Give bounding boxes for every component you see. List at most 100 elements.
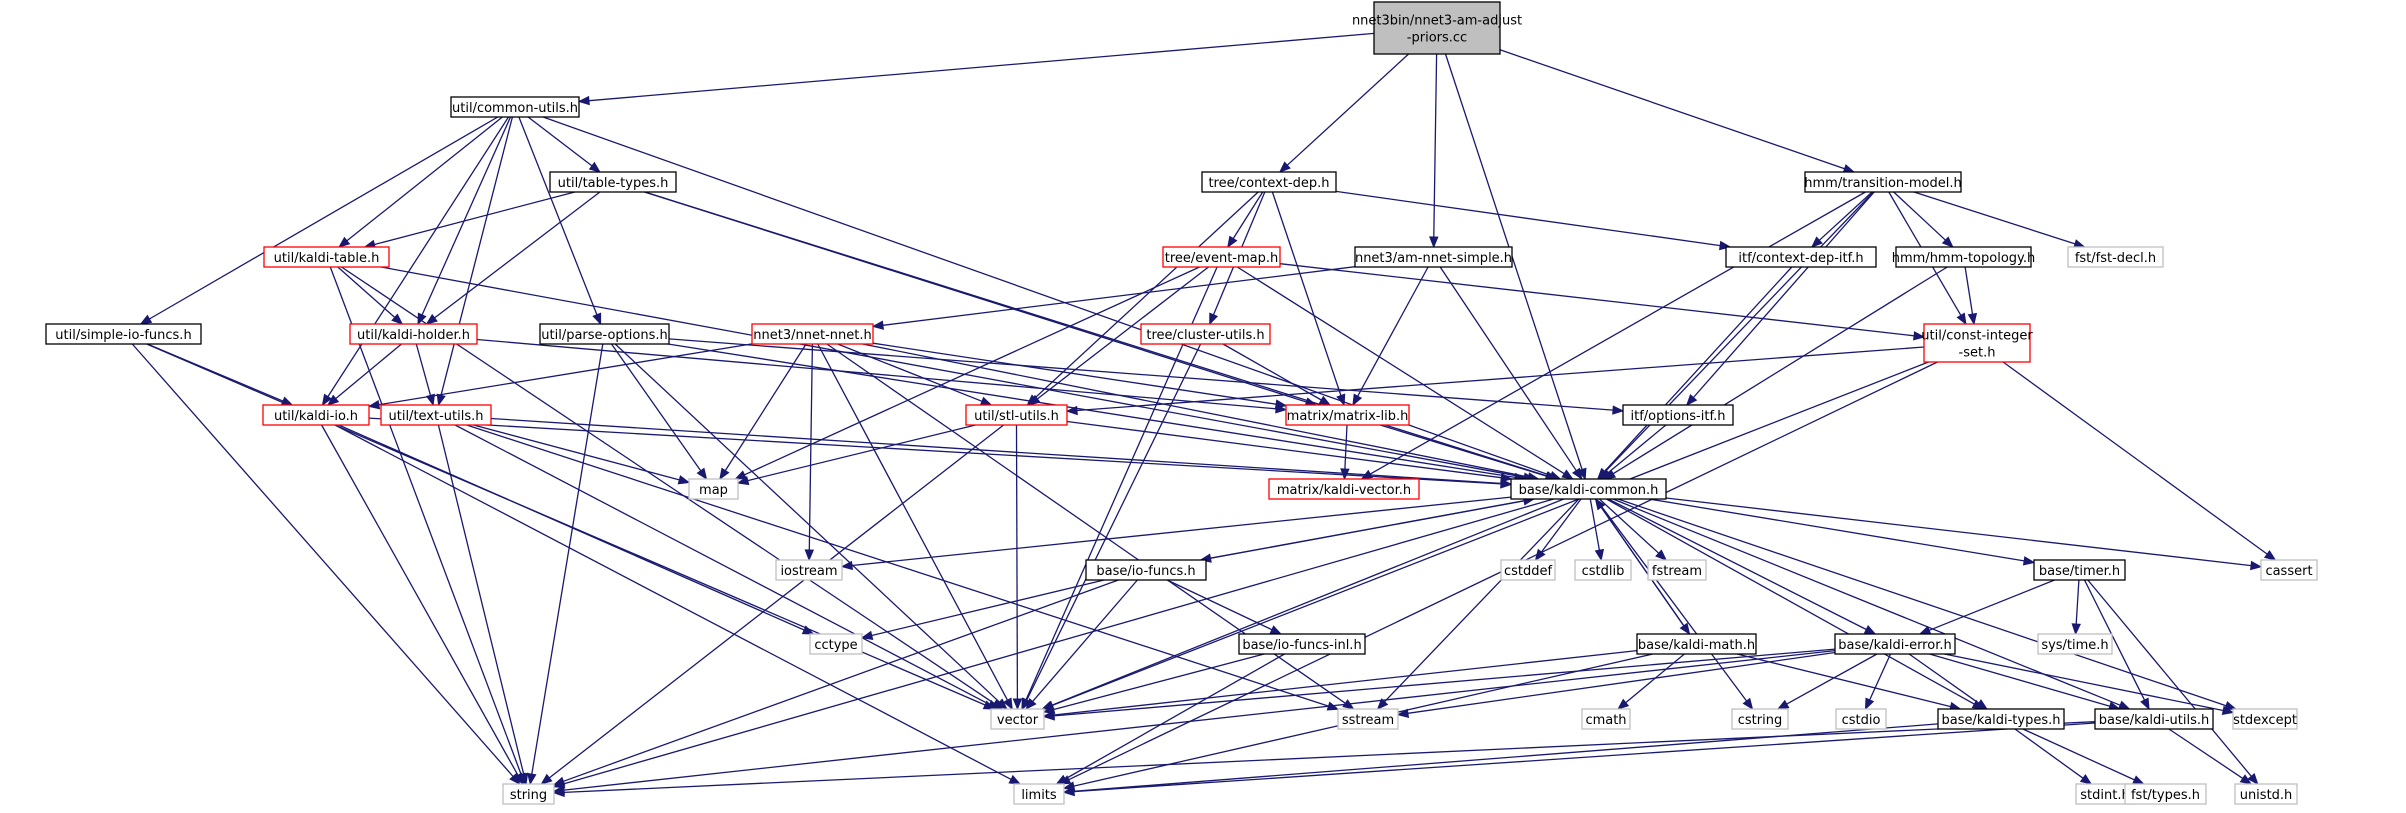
node-box: [1937, 708, 2065, 730]
edge-line: [1648, 498, 2025, 562]
node-label: sstream: [1342, 713, 1394, 728]
arrowhead: [2117, 700, 2131, 710]
edge-line: [1589, 498, 1601, 551]
arrowhead: [1655, 549, 1668, 561]
edge-kaldi-common-to-cassert: [1665, 497, 2263, 571]
node-hmm-topology[interactable]: hmm/hmm-topology.h: [1892, 246, 2036, 268]
node-label: tree/cluster-utils.h: [1146, 328, 1264, 343]
arrowhead: [1776, 699, 1790, 710]
node-root[interactable]: nnet3bin/nnet3-am-adjust-priors.cc: [1352, 1, 1522, 55]
node-label: fstream: [1652, 564, 1702, 579]
node-box: [1354, 246, 1513, 268]
edge-io-funcs-to-cctype: [860, 579, 1105, 641]
node-kaldi-vector[interactable]: matrix/kaldi-vector.h: [1268, 478, 1420, 500]
node-options-itf[interactable]: itf/options-itf.h: [1622, 404, 1734, 426]
node-label: util/table-types.h: [558, 176, 669, 191]
arrowhead: [1967, 312, 1978, 326]
node-label: base/kaldi-math.h: [1638, 638, 1755, 653]
edge-kaldi-common-to-vector: [1041, 498, 1564, 710]
edge-common-utils-to-text-utils: [436, 116, 514, 407]
arrowhead: [696, 467, 708, 481]
node-const-integer-set[interactable]: util/const-integer-set.h: [1921, 323, 2033, 363]
edge-line: [346, 116, 503, 242]
arrowhead: [1594, 548, 1605, 562]
arrowhead: [338, 236, 351, 248]
node-parse-options[interactable]: util/parse-options.h: [539, 323, 670, 345]
node-cstddef: cstddef: [1500, 559, 1556, 581]
edge-line: [1607, 424, 1667, 474]
node-text-utils[interactable]: util/text-utils.h: [380, 404, 492, 426]
node-am-nnet-simple[interactable]: nnet3/am-nnet-simple.h: [1354, 246, 1513, 268]
edge-line: [1433, 53, 1438, 238]
node-simple-io-funcs[interactable]: util/simple-io-funcs.h: [45, 323, 202, 345]
edge-kaldi-common-to-sstream: [1376, 498, 1580, 710]
edge-line: [1944, 653, 2224, 712]
edge-line: [466, 424, 1329, 707]
node-label: itf/options-itf.h: [1631, 409, 1726, 424]
arrowhead: [1863, 625, 1877, 635]
node-kaldi-common[interactable]: base/kaldi-common.h: [1510, 478, 1667, 500]
arrowhead: [326, 394, 340, 406]
node-label: stdexcept: [2233, 713, 2297, 728]
node-io-funcs-inl[interactable]: base/io-funcs-inl.h: [1238, 633, 1366, 655]
node-map: map: [688, 478, 739, 500]
node-kaldi-types[interactable]: base/kaldi-types.h: [1937, 708, 2065, 730]
arrowhead: [1617, 698, 1630, 710]
edge-line: [1595, 498, 1748, 702]
node-nnet-nnet[interactable]: nnet3/nnet-nnet.h: [751, 323, 874, 345]
node-table-types[interactable]: util/table-types.h: [549, 171, 677, 193]
node-kaldi-error[interactable]: base/kaldi-error.h: [1834, 633, 1956, 655]
node-label: util/kaldi-io.h: [274, 409, 358, 424]
arrowhead: [1065, 405, 1078, 416]
edge-kaldi-common-to-cstring: [1595, 498, 1754, 711]
edge-line: [335, 343, 402, 400]
arrowhead: [1055, 774, 1069, 785]
node-common-utils[interactable]: util/common-utils.h: [450, 96, 580, 118]
node-kaldi-holder[interactable]: util/kaldi-holder.h: [349, 323, 478, 345]
arrowhead: [1913, 331, 1926, 341]
edge-nnet-nnet-to-kaldi-io: [367, 343, 753, 410]
edge-line: [1608, 498, 1867, 631]
edge-common-utils-to-parse-options: [518, 116, 602, 326]
edge-root-to-context-dep: [1278, 53, 1410, 173]
node-stl-utils[interactable]: util/stl-utils.h: [965, 404, 1068, 426]
node-label: cmath: [1585, 713, 1626, 728]
edge-line: [1606, 498, 1975, 705]
node-box: [262, 404, 370, 426]
node-box: [1162, 246, 1281, 268]
node-matrix-lib[interactable]: matrix/matrix-lib.h: [1285, 404, 1410, 426]
node-io-funcs[interactable]: base/io-funcs.h: [1085, 559, 1207, 581]
node-kaldi-math[interactable]: base/kaldi-math.h: [1636, 633, 1757, 655]
edge-common-utils-to-simple-io-funcs: [139, 116, 499, 325]
arrowhead: [719, 467, 730, 481]
node-kaldi-utils[interactable]: base/kaldi-utils.h: [2094, 708, 2214, 730]
node-transition-model[interactable]: hmm/transition-model.h: [1804, 171, 1962, 193]
node-label: base/io-funcs-inl.h: [1242, 638, 1361, 653]
node-box: [1500, 559, 1556, 581]
node-context-dep-itf[interactable]: itf/context-dep-itf.h: [1725, 246, 1877, 268]
node-event-map[interactable]: tree/event-map.h: [1162, 246, 1281, 268]
arrowhead: [2224, 701, 2237, 711]
edge-line: [131, 343, 514, 777]
edge-line: [588, 32, 1375, 102]
edge-line: [1736, 653, 1951, 708]
edge-line: [1665, 497, 2252, 567]
edge-transition-model-to-kaldi-common: [1597, 191, 1874, 480]
edge-am-nnet-simple-to-kaldi-common: [1439, 266, 1583, 481]
edge-line: [440, 116, 514, 396]
node-kaldi-table[interactable]: util/kaldi-table.h: [263, 246, 390, 268]
node-cluster-utils[interactable]: tree/cluster-utils.h: [1140, 323, 1271, 345]
arrowhead: [518, 772, 529, 786]
node-cstdio: cstdio: [1835, 708, 1887, 730]
edge-line: [437, 424, 525, 775]
node-string: string: [502, 783, 555, 805]
edge-kaldi-common-to-timer: [1648, 498, 2036, 566]
node-limits: limits: [1013, 783, 1065, 805]
edge-common-utils-to-kaldi-io: [321, 116, 510, 407]
node-timer[interactable]: base/timer.h: [2033, 559, 2126, 581]
edge-text-utils-to-string: [437, 424, 529, 786]
node-context-dep[interactable]: tree/context-dep.h: [1201, 171, 1337, 193]
node-kaldi-io[interactable]: util/kaldi-io.h: [262, 404, 370, 426]
node-stdint: stdint.h: [2075, 783, 2135, 805]
edge-event-map-to-kaldi-common: [1236, 266, 1574, 480]
